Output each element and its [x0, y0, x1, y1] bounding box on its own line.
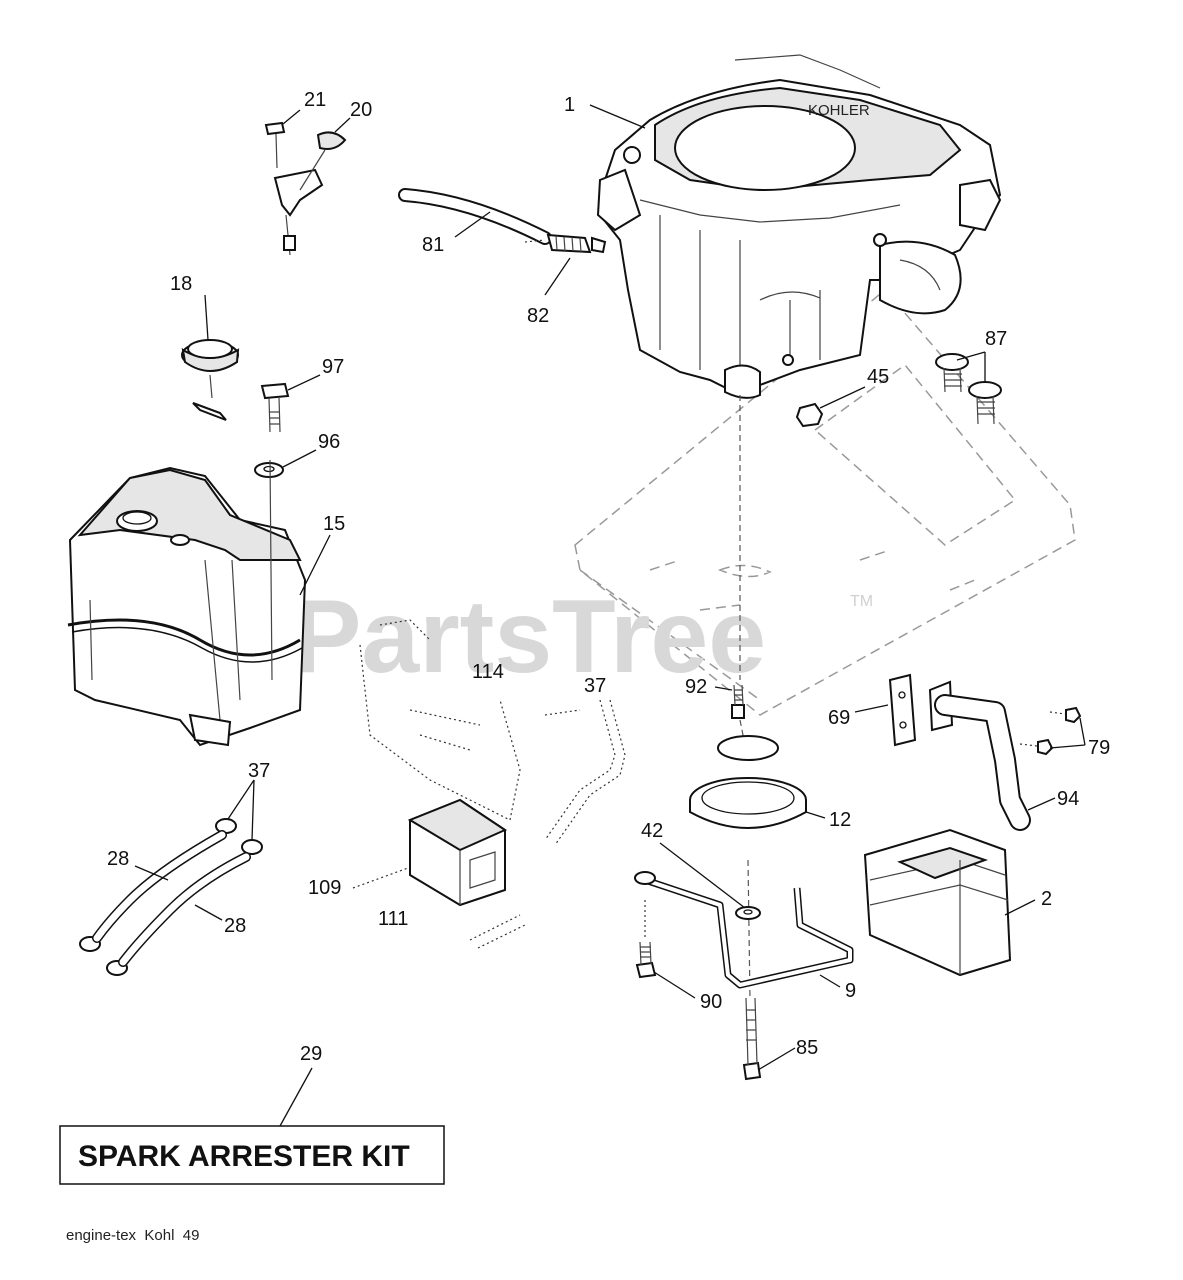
label-part-12: 12 [829, 809, 851, 831]
label-part-21: 21 [304, 89, 326, 111]
label-part-69: 69 [828, 707, 850, 729]
label-part-92: 92 [685, 676, 707, 698]
label-part-15: 15 [323, 513, 345, 535]
label-part-87: 87 [985, 328, 1007, 350]
spark-arrester-kit-box: SPARK ARRESTER KIT [59, 1125, 445, 1185]
exhaust-pipe-part-94 [928, 680, 1031, 831]
label-part-45: 45 [867, 366, 889, 388]
washer-part-42 [735, 906, 761, 920]
label-part-97: 97 [322, 356, 344, 378]
watermark-text: PartsTree [292, 579, 766, 695]
bolt-part-85 [742, 997, 762, 1081]
fuel-cap-part-18 [181, 339, 240, 421]
label-part-79: 79 [1088, 737, 1110, 759]
label-part-37-center: 37 [584, 675, 606, 697]
control-box-part-109 [407, 798, 508, 907]
label-part-114: 114 [472, 661, 504, 683]
label-part-96: 96 [318, 431, 340, 453]
label-part-2: 2 [1041, 888, 1052, 910]
plate-part-114 [359, 619, 581, 821]
screw-part-111 [469, 914, 526, 949]
diagram-reference-code: engine-tex Kohl 49 [66, 1227, 199, 1244]
lever-part-20 [273, 131, 347, 256]
nuts-part-79 [1019, 706, 1082, 756]
hose-part-37-center [544, 699, 626, 846]
bolt-part-90 [635, 900, 657, 979]
bracket-rod-part-9 [634, 871, 854, 989]
bolts-part-87 [935, 353, 1002, 425]
label-part-29: 29 [300, 1043, 322, 1065]
label-part-82: 82 [527, 305, 549, 327]
label-part-9: 9 [845, 980, 856, 1002]
label-part-109: 109 [308, 877, 341, 899]
label-part-111: 111 [378, 908, 408, 930]
watermark-trademark: TM [850, 593, 873, 610]
label-part-85: 85 [796, 1037, 818, 1059]
leader-lines [134, 104, 1086, 1127]
fuel-tank-part-15 [67, 459, 307, 747]
washer-part-96 [254, 462, 284, 478]
bolt-part-92 [731, 684, 745, 719]
fuel-hose-part-81 [398, 188, 552, 245]
bracket-part-69 [888, 673, 917, 747]
label-part-81: 81 [422, 234, 444, 256]
label-part-20: 20 [350, 99, 372, 121]
part-number-labels: 1 21 20 18 81 82 97 96 15 87 45 114 37 9… [107, 89, 1110, 1065]
pulley-part-12 [689, 735, 807, 829]
muffler-part-2 [863, 828, 1012, 977]
label-part-94: 94 [1057, 788, 1079, 810]
svg-text:KOHLER: KOHLER [808, 102, 870, 119]
nut-part-45 [795, 402, 824, 428]
fuel-lines-part-28 [92, 830, 251, 967]
spark-arrester-kit-label: SPARK ARRESTER KIT [78, 1140, 410, 1173]
fuel-fitting-part-82 [524, 233, 607, 254]
label-part-37-left: 37 [248, 760, 270, 782]
label-part-28-lower: 28 [224, 915, 246, 937]
label-part-1: 1 [564, 94, 575, 116]
screw-part-21 [264, 121, 286, 169]
label-part-90: 90 [700, 991, 722, 1013]
engine-part-1: KOHLER [596, 54, 1002, 399]
bolt-part-97 [260, 382, 290, 433]
clamps-part-37-left [79, 818, 263, 976]
label-part-42: 42 [641, 820, 663, 842]
label-part-28-upper: 28 [107, 848, 129, 870]
label-part-18: 18 [170, 273, 192, 295]
